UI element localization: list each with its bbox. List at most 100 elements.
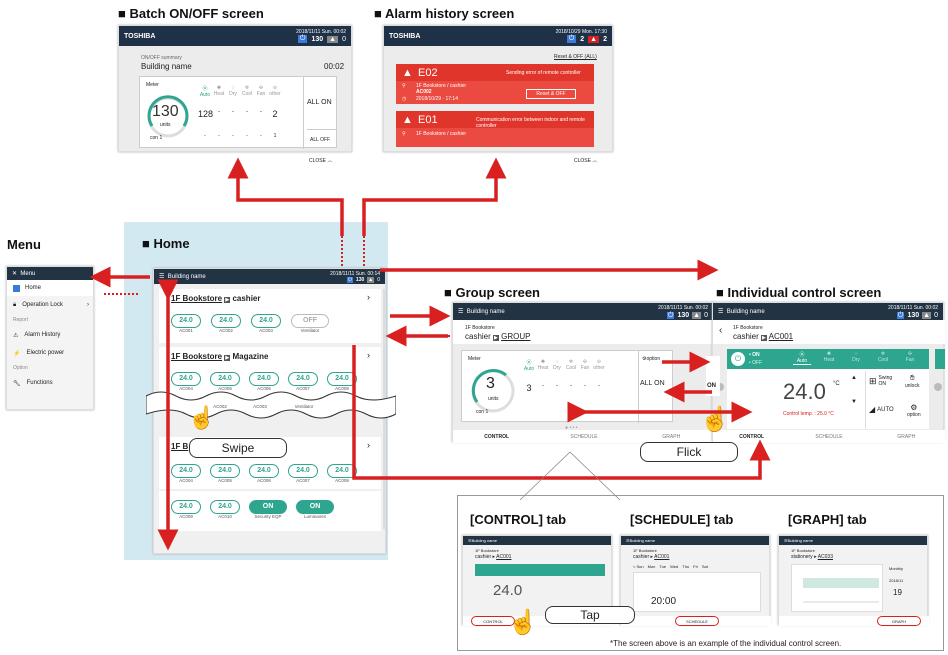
menu-item-power[interactable]: ⚡Electric power — [13, 350, 65, 357]
group-link[interactable]: GROUP — [501, 332, 531, 341]
temp-up-icon[interactable]: ▲ — [851, 375, 857, 381]
tab-control[interactable]: CONTROL — [739, 433, 765, 440]
batch-close-button[interactable]: CLOSE ︿ — [309, 158, 333, 164]
on-label: • ON — [749, 352, 760, 358]
unit-link[interactable]: AC001 — [768, 332, 794, 341]
menu-item-home[interactable]: Home — [7, 280, 93, 296]
mini-schedule-time: 20:00 — [651, 596, 677, 607]
temp-down-icon[interactable]: ▼ — [851, 399, 857, 405]
alarm-close-button[interactable]: CLOSE ︿ — [574, 158, 598, 164]
floor-link[interactable]: 1F Bookstore — [171, 294, 223, 303]
chevron-right-icon: › — [87, 302, 89, 308]
alarm-card-e02: ▲ E02 Sending error of remote controller… — [396, 64, 594, 104]
swing-icon: ⊞ — [869, 375, 877, 386]
peek-on-label: ON — [707, 383, 716, 389]
individual-topbar: ☰ Building name 2018/11/11 Sun. 00:02 ⏻1… — [713, 303, 943, 320]
back-chevron-icon[interactable]: ‹ — [719, 325, 723, 336]
mini-tab-control[interactable]: CONTROL — [471, 616, 515, 626]
tab-graph[interactable]: GRAPH — [662, 433, 681, 440]
all-off-button[interactable]: ALL OFF — [310, 137, 331, 143]
menu-item-functions[interactable]: 🔧︎Functions — [13, 380, 53, 387]
floor-link[interactable]: 1F Bookstore — [171, 352, 223, 361]
chevron-right-icon[interactable]: › — [367, 350, 370, 360]
reset-all-link[interactable]: Reset & OFF (ALL) — [554, 54, 597, 60]
location-pin-icon: ⚲ — [402, 83, 406, 89]
meter-label: Meter — [468, 356, 481, 362]
cool-icon: ❄ — [880, 351, 886, 357]
home-icon — [13, 284, 20, 292]
hamburger-icon[interactable]: ☰ — [718, 309, 724, 315]
chevron-right-icon[interactable]: › — [367, 440, 370, 450]
mini-tab-graph[interactable]: GRAPH — [877, 616, 921, 626]
mode-dry-button[interactable]: ♢Dry — [852, 351, 860, 363]
lock-icon: 🔒︎ — [13, 301, 17, 308]
power-toggle-icon[interactable]: ⏻ — [731, 352, 745, 366]
menu-item-alarm-history[interactable]: ⚠Alarm History — [13, 332, 61, 339]
power-icon: ⏻ — [297, 35, 308, 43]
meter-con: con 1 — [150, 135, 163, 141]
hand-pointer-icon: ☝ — [188, 405, 216, 430]
tab-graph[interactable]: GRAPH — [897, 433, 916, 440]
tab-control[interactable]: CONTROL — [484, 433, 510, 440]
all-on-button[interactable]: ALL ON — [307, 99, 332, 106]
close-icon[interactable]: ✕ — [12, 271, 18, 277]
tab-schedule[interactable]: SCHEDULE — [815, 433, 843, 440]
alarm-count: 2 — [603, 35, 607, 43]
alarm-desc: Sending error of remote controller — [506, 70, 581, 76]
mode-cool-icon: ❄Cool — [565, 359, 577, 371]
mini-tab-schedule[interactable]: SCHEDULE — [675, 616, 719, 626]
tap-callout: Tap — [545, 606, 635, 624]
hamburger-icon[interactable]: ☰ — [159, 274, 165, 280]
mode-auto-icon: ⦿Auto — [199, 86, 211, 98]
alarm-unit: AC002 — [416, 89, 432, 95]
chevron-right-icon[interactable]: › — [367, 292, 370, 302]
all-on-button[interactable]: ALL ON — [640, 380, 665, 387]
mode-auto-button[interactable]: ⦿Auto — [793, 351, 811, 365]
fan-speed-button[interactable]: ◢AUTO — [869, 405, 894, 414]
mode-heat-button[interactable]: ✺Heat — [823, 351, 835, 363]
hamburger-icon[interactable]: ☰ — [458, 309, 464, 315]
menu-section-report: Report — [13, 317, 29, 323]
group-topbar: ☰ Building name 2018/11/11 Sun. 00:02 ⏻1… — [453, 303, 713, 320]
wrench-icon: 🔧︎ — [13, 380, 21, 387]
menu-item-lock[interactable]: 🔒︎Operation Lock› — [13, 301, 89, 309]
mode-cool-button[interactable]: ❄Cool — [877, 351, 889, 363]
on-count: 2 — [580, 35, 585, 43]
alarm-location: 1F Bookstore / cashier — [416, 83, 467, 89]
floor-link[interactable]: 1F B — [171, 442, 189, 451]
summary-label: ON/OFF summary — [141, 55, 182, 61]
next-page-icon[interactable] — [934, 383, 942, 391]
reset-off-button[interactable]: Reset & OFF — [526, 89, 576, 99]
floor-label: 1F Bookstore — [733, 325, 763, 331]
group-screen: ☰ Building name 2018/11/11 Sun. 00:02 ⏻1… — [452, 302, 715, 443]
mode-fan-button[interactable]: ✣Fan — [905, 351, 915, 363]
option-button[interactable]: ⚙option — [642, 356, 661, 362]
floor-label: 1F Bookstore — [465, 325, 495, 331]
tab-schedule[interactable]: SCHEDULE — [570, 433, 598, 440]
alarm-icon: ▲ — [588, 35, 600, 43]
option-button[interactable]: ⚙option — [907, 403, 921, 418]
unlock-button[interactable]: ✋︎unlock — [905, 373, 920, 389]
